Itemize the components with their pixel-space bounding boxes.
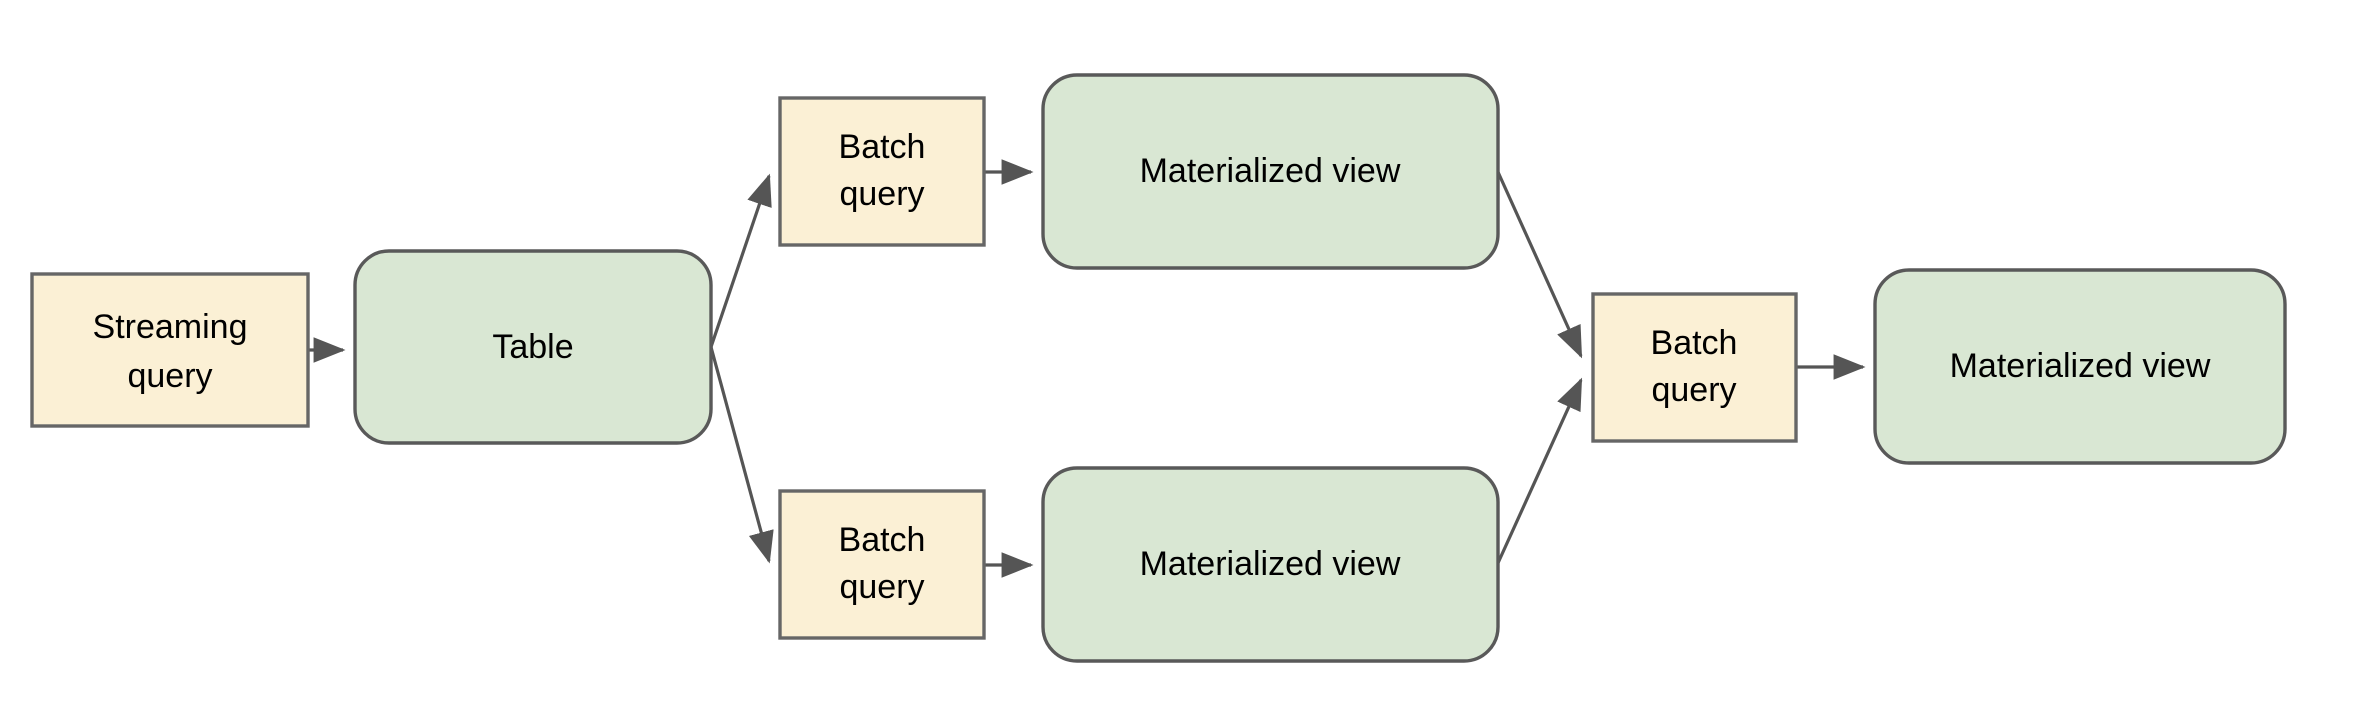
edge-materialized-view-top-to-batch-query-merge <box>1496 171 1583 359</box>
nodes-layer: Streaming query Table Batch query Materi… <box>30 73 2287 663</box>
edge-table-to-batch-query-top <box>709 173 772 348</box>
node-materialized-view-bottom[interactable]: Materialized view <box>1041 466 1500 663</box>
batch-query-merge-label-line1: Batch <box>1651 324 1738 362</box>
node-materialized-view-top[interactable]: Materialized view <box>1041 73 1500 270</box>
materialized-view-top-label: Materialized view <box>1140 152 1401 190</box>
node-batch-query-top[interactable]: Batch query <box>778 96 986 247</box>
edge-table-to-batch-query-bottom <box>709 346 774 564</box>
materialized-view-top-box[interactable] <box>1041 73 1500 270</box>
batch-query-bottom-label-line2: query <box>839 568 924 606</box>
batch-query-bottom-box[interactable] <box>778 489 986 640</box>
batch-query-top-label-line1: Batch <box>839 128 926 166</box>
table-box[interactable] <box>353 249 713 445</box>
streaming-query-box[interactable] <box>30 272 310 428</box>
table-label: Table <box>492 328 573 366</box>
batch-query-merge-label-line2: query <box>1651 371 1736 409</box>
materialized-view-bottom-label: Materialized view <box>1140 545 1401 583</box>
batch-query-top-label-line2: query <box>839 175 924 213</box>
node-table[interactable]: Table <box>353 249 713 445</box>
materialized-view-bottom-box[interactable] <box>1041 466 1500 663</box>
edge-materialized-view-bottom-to-batch-query-merge <box>1496 377 1583 564</box>
batch-query-merge-box[interactable] <box>1591 292 1798 443</box>
batch-query-bottom-label-line1: Batch <box>839 521 926 559</box>
streaming-query-label-line1: Streaming <box>93 308 248 346</box>
batch-query-top-box[interactable] <box>778 96 986 247</box>
node-batch-query-bottom[interactable]: Batch query <box>778 489 986 640</box>
node-streaming-query[interactable]: Streaming query <box>30 272 310 428</box>
node-materialized-view-final[interactable]: Materialized view <box>1873 268 2287 465</box>
materialized-view-final-label: Materialized view <box>1950 347 2211 385</box>
node-batch-query-merge[interactable]: Batch query <box>1591 292 1798 443</box>
materialized-view-final-box[interactable] <box>1873 268 2287 465</box>
streaming-query-label-line2: query <box>127 357 212 395</box>
edges-layer <box>308 159 1866 578</box>
